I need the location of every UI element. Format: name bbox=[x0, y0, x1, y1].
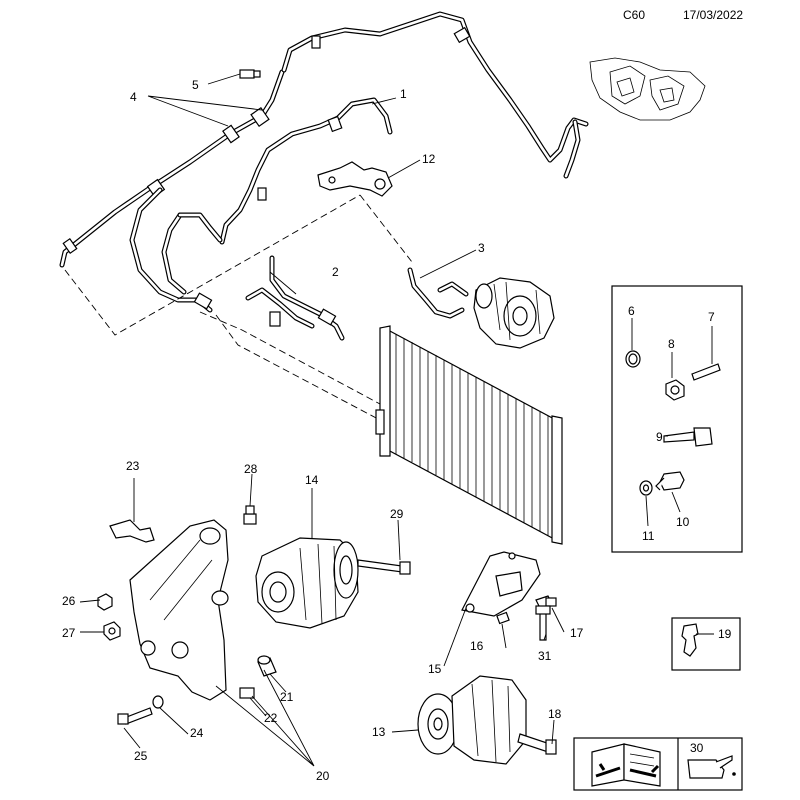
callout-3: 3 bbox=[478, 241, 485, 255]
callout-26: 26 bbox=[62, 594, 76, 608]
wrench-icon bbox=[595, 763, 660, 778]
oil-can-icon bbox=[687, 755, 736, 779]
dashed-leader-lines bbox=[64, 194, 413, 421]
callout-27: 27 bbox=[62, 626, 76, 640]
callout-23: 23 bbox=[126, 459, 140, 473]
callout-25: 25 bbox=[134, 749, 148, 763]
callout-5: 5 bbox=[192, 78, 199, 92]
pipe-3 bbox=[407, 267, 469, 319]
callout-10: 10 bbox=[676, 515, 690, 529]
pipe-2 bbox=[245, 255, 345, 341]
hoses-left bbox=[129, 187, 223, 313]
bolt-17 bbox=[535, 595, 557, 609]
bushing-22 bbox=[239, 687, 255, 699]
nut-26 bbox=[97, 593, 113, 611]
callout-21: 21 bbox=[280, 690, 294, 704]
fastener-box bbox=[611, 285, 743, 553]
callout-30: 30 bbox=[690, 741, 704, 755]
bolt-29 bbox=[357, 559, 411, 575]
part-12-bracket bbox=[317, 161, 393, 197]
bolt-25 bbox=[117, 707, 153, 725]
callout-labels: 1 2 3 4 5 6 7 8 9 10 11 12 13 14 15 16 1… bbox=[62, 78, 732, 783]
callout-7: 7 bbox=[708, 310, 715, 324]
callout-14: 14 bbox=[305, 473, 319, 487]
bracket-15 bbox=[461, 551, 541, 617]
callout-31: 31 bbox=[538, 649, 552, 663]
callout-8: 8 bbox=[668, 337, 675, 351]
callout-6: 6 bbox=[628, 304, 635, 318]
condenser bbox=[375, 325, 563, 545]
bolt-31 bbox=[535, 605, 551, 641]
callout-16: 16 bbox=[470, 639, 484, 653]
callout-29: 29 bbox=[390, 507, 404, 521]
callout-9: 9 bbox=[656, 430, 663, 444]
callout-4: 4 bbox=[130, 90, 137, 104]
callout-1: 1 bbox=[400, 87, 407, 101]
sleeve-21 bbox=[257, 655, 277, 677]
part-5-service-valve bbox=[239, 69, 261, 79]
callout-19: 19 bbox=[718, 627, 732, 641]
engine-fragment bbox=[589, 57, 706, 121]
pipe-upper-long bbox=[281, 11, 589, 179]
callout-18: 18 bbox=[548, 707, 562, 721]
bracket-23 bbox=[109, 519, 155, 543]
diagram-date: 17/03/2022 bbox=[683, 8, 744, 22]
pin-16 bbox=[496, 611, 510, 625]
compressor-13 bbox=[417, 675, 557, 765]
bracket-20 bbox=[129, 519, 229, 701]
callout-28: 28 bbox=[244, 462, 258, 476]
diagram-code: C60 bbox=[623, 8, 646, 22]
callout-20: 20 bbox=[316, 769, 330, 783]
part-19-box bbox=[671, 617, 741, 671]
compressor-upper bbox=[473, 277, 555, 349]
leader-lines bbox=[79, 73, 714, 767]
pipe-4 bbox=[59, 69, 285, 268]
callout-11: 11 bbox=[642, 529, 655, 543]
service-info-box bbox=[573, 737, 743, 791]
washer-24 bbox=[152, 695, 164, 709]
compressor-14 bbox=[255, 537, 359, 629]
callout-17: 17 bbox=[570, 626, 584, 640]
callout-2: 2 bbox=[332, 265, 339, 279]
callout-15: 15 bbox=[428, 662, 442, 676]
callout-12: 12 bbox=[422, 152, 436, 166]
nut-27 bbox=[103, 621, 121, 641]
callout-22: 22 bbox=[264, 711, 278, 725]
callout-24: 24 bbox=[190, 726, 204, 740]
pipe-1 bbox=[219, 97, 393, 245]
callout-13: 13 bbox=[372, 725, 386, 739]
bolt-28 bbox=[243, 505, 257, 525]
